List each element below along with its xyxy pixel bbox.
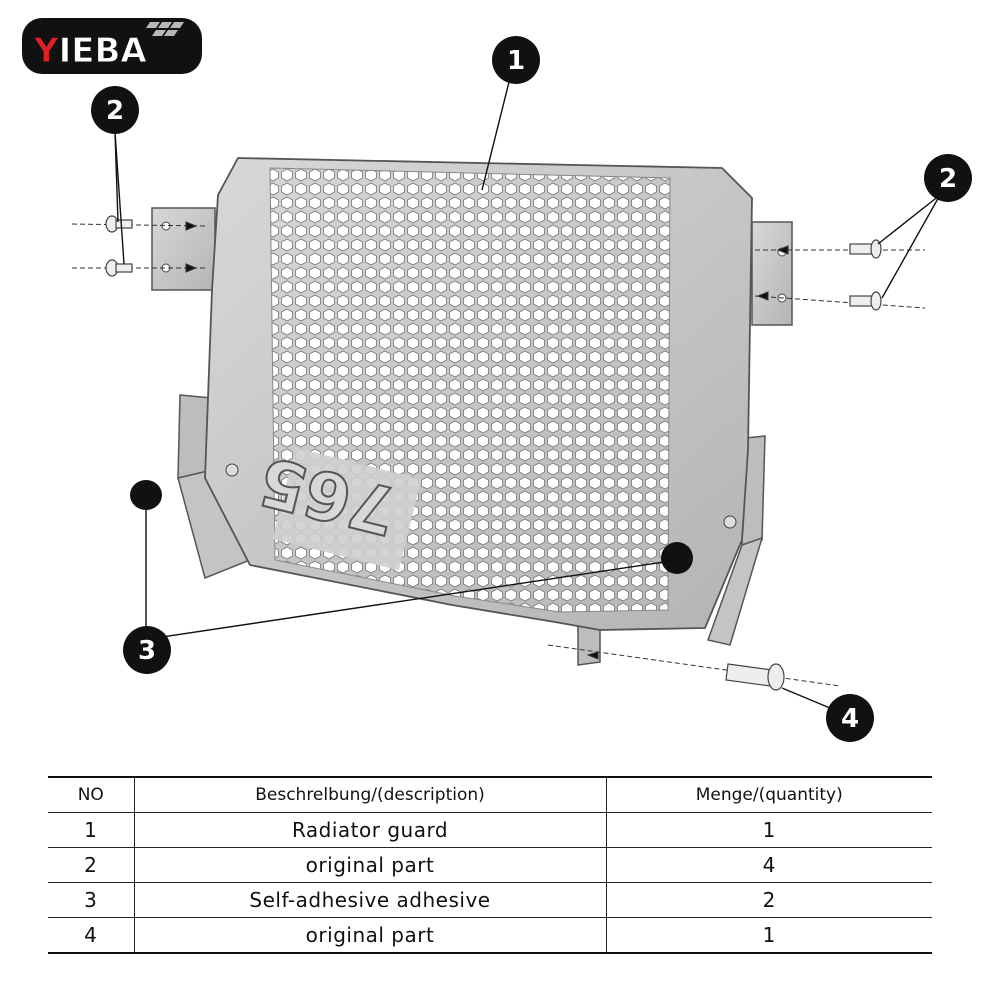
cell-no: 1 <box>48 812 135 848</box>
cell-description: original part <box>133 847 607 883</box>
cell-no: 2 <box>48 847 135 883</box>
callout-1: 1 <box>492 36 540 84</box>
table-row: 1 Radiator guard 1 <box>48 812 932 848</box>
fasteners <box>71 221 926 687</box>
logo-letters: IEBA <box>59 31 148 71</box>
adhesive-pad-icon <box>661 542 693 574</box>
header-no: NO <box>48 776 135 813</box>
cell-description: Radiator guard <box>133 812 607 848</box>
leader-lines <box>114 77 941 709</box>
exploded-view-diagram: YIEBA 765 <box>22 18 972 742</box>
brand-logo: YIEBA <box>22 18 202 74</box>
svg-text:3: 3 <box>138 636 156 666</box>
logo-text: YIEBA <box>33 31 147 71</box>
callout-4: 4 <box>826 694 874 742</box>
table-header-row: NO Beschrelbung/(description) Menge/(qua… <box>48 776 932 813</box>
cell-quantity: 2 <box>605 882 932 918</box>
screw-set <box>105 215 882 691</box>
table-row: 4 original part 1 <box>48 917 932 954</box>
logo-letter-accent: Y <box>33 31 59 71</box>
table-row: 3 Self-adhesive adhesive 2 <box>48 882 932 918</box>
cell-quantity: 1 <box>605 917 932 954</box>
cell-quantity: 1 <box>605 812 932 848</box>
parts-list-table: NO Beschrelbung/(description) Menge/(qua… <box>48 776 932 954</box>
table-row: 2 original part 4 <box>48 847 932 883</box>
svg-text:1: 1 <box>507 46 525 76</box>
callout-3: 3 <box>123 626 171 674</box>
header-quantity: Menge/(quantity) <box>605 776 932 813</box>
cell-no: 3 <box>48 882 135 918</box>
cell-quantity: 4 <box>605 847 932 883</box>
cell-no: 4 <box>48 917 135 954</box>
adhesive-pad-icon <box>130 480 162 510</box>
svg-text:2: 2 <box>939 164 957 194</box>
cell-description: Self-adhesive adhesive <box>133 882 607 918</box>
svg-text:2: 2 <box>106 96 124 126</box>
cell-description: original part <box>133 917 607 954</box>
header-description: Beschrelbung/(description) <box>133 776 607 813</box>
callout-2-left: 2 <box>91 86 139 134</box>
screw-icon <box>725 663 773 687</box>
callout-2-right: 2 <box>924 154 972 202</box>
svg-text:4: 4 <box>841 704 859 734</box>
radiator-guard: 765 <box>151 157 793 666</box>
